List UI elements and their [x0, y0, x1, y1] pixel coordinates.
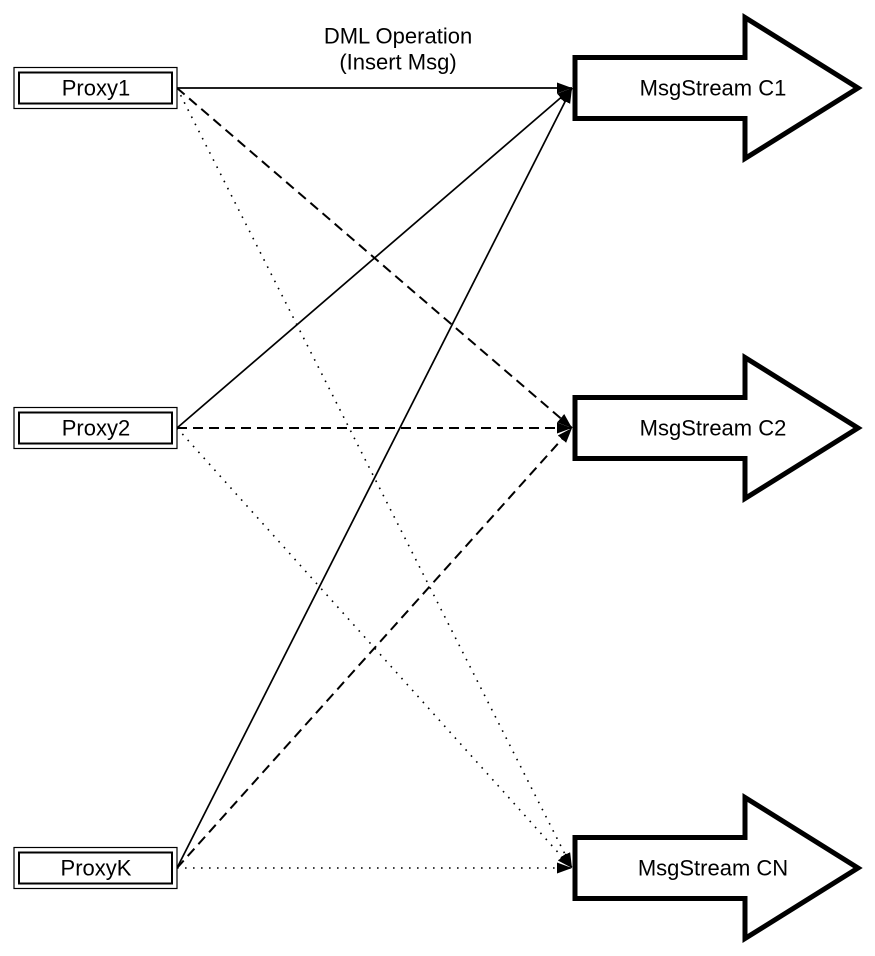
block-arrow-icon — [572, 792, 863, 944]
node-msgstream-c1-label: MsgStream C1 — [640, 76, 787, 101]
diagram-title: DML Operation (Insert Msg) — [324, 24, 472, 75]
diagram-title-line1: DML Operation — [324, 24, 472, 49]
node-msgstream-cn: MsgStream CN — [572, 792, 863, 944]
node-msgstream-c1: MsgStream C1 — [572, 12, 863, 164]
node-msgstream-cn-label: MsgStream CN — [638, 856, 788, 881]
node-msgstream-c2-label: MsgStream C2 — [640, 416, 787, 441]
edge-proxyk-msgstream-c2 — [176, 427, 573, 869]
node-msgstream-c2: MsgStream C2 — [572, 352, 863, 504]
node-proxy2-inner-border — [18, 411, 173, 445]
edge-proxy1-msgstream-cn — [176, 87, 573, 869]
block-arrow-icon — [572, 352, 863, 504]
node-proxy1-inner-border — [18, 71, 173, 105]
node-proxy2-label: Proxy2 — [62, 416, 130, 441]
node-proxy2: Proxy2 — [13, 406, 178, 450]
node-proxy1-label: Proxy1 — [62, 76, 130, 101]
node-proxy1: Proxy1 — [13, 66, 178, 110]
diagram-title-line2: (Insert Msg) — [339, 50, 456, 75]
edges — [176, 82, 573, 874]
edge-proxyk-msgstream-c1 — [176, 87, 573, 869]
node-proxyk-label: ProxyK — [61, 856, 132, 881]
node-proxyk-inner-border — [18, 851, 173, 885]
edge-proxy2-msgstream-c1 — [176, 87, 573, 429]
block-arrow-icon — [572, 12, 863, 164]
node-proxyk: ProxyK — [13, 846, 178, 890]
